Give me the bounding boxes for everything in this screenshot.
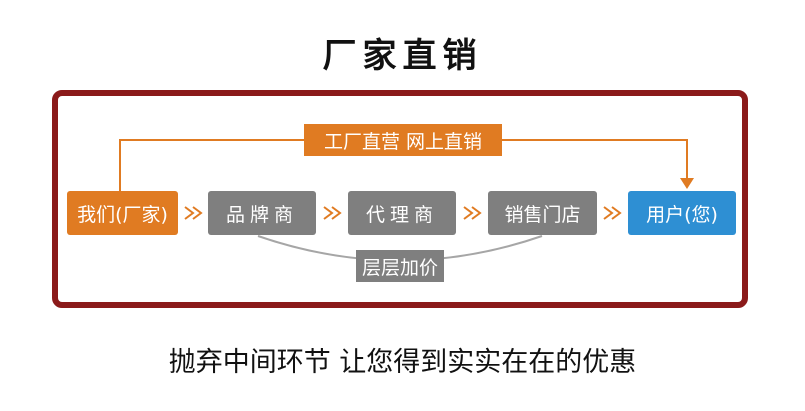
- tagline: 抛弃中间环节 让您得到实实在在的优惠: [168, 347, 637, 378]
- diagram-frame: [52, 90, 748, 308]
- direct-path-arrowhead-icon: [680, 178, 694, 189]
- node-store: 销售门店: [488, 191, 597, 235]
- page-title: 厂家直销: [322, 36, 483, 76]
- chevron-right-icon: [323, 206, 342, 220]
- direct-path-label: 工厂直营 网上直销: [304, 124, 502, 156]
- chevron-right-icon: [184, 206, 203, 220]
- chevron-right-icon: [603, 206, 622, 220]
- node-factory: 我们(厂家): [67, 191, 178, 235]
- middle-path-label: 层层加价: [356, 250, 444, 282]
- node-agent: 代理商: [348, 191, 456, 235]
- chevron-right-icon: [463, 206, 482, 220]
- node-user: 用户(您): [628, 191, 736, 235]
- node-brand: 品牌商: [208, 191, 316, 235]
